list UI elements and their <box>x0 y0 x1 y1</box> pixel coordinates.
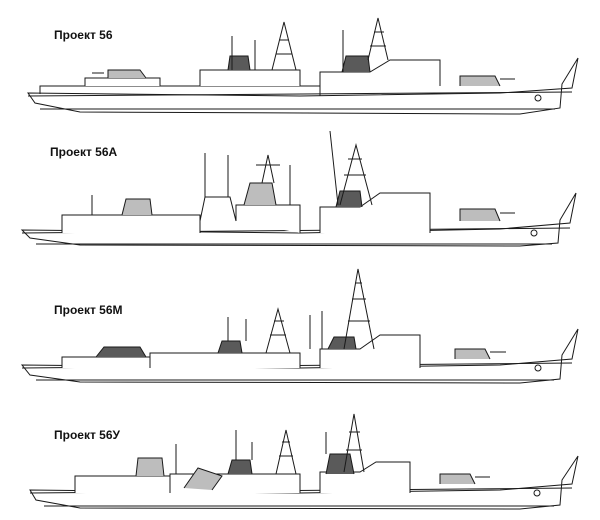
forecastle-deck <box>39 85 321 96</box>
ship-title: Проект 56У <box>54 428 120 442</box>
funnel-fwd <box>341 55 371 73</box>
superstructure-aft <box>84 77 161 86</box>
superstructure-fwd <box>319 461 411 493</box>
funnel-aft <box>227 459 253 475</box>
lattice-mast-fwd <box>343 413 365 473</box>
superstructure-mid <box>149 352 301 368</box>
ship-panel-project-56: Проект 56 <box>0 0 600 130</box>
superstructure-aft <box>74 475 171 493</box>
ship-drawing-project-56m <box>20 268 579 384</box>
launcher-aft <box>95 346 147 358</box>
launcher-ramp <box>199 196 237 222</box>
ship-title: Проект 56А <box>50 145 118 159</box>
superstructure-mid <box>199 69 301 86</box>
anchor-mark <box>534 94 542 102</box>
ship-drawing-project-56u <box>29 413 579 510</box>
superstructure-aft <box>61 356 151 368</box>
lattice-mast-aft <box>271 21 297 71</box>
superstructure-fwd <box>319 192 431 233</box>
launcher-aft <box>121 198 153 216</box>
lattice-mast-fwd <box>367 17 389 61</box>
hull <box>29 455 579 510</box>
launcher-aft <box>135 457 165 477</box>
launcher-fwd <box>325 453 355 475</box>
lattice-mast-aft <box>265 307 291 354</box>
ship-drawing-project-56a <box>20 130 577 247</box>
lattice-mast <box>329 130 373 206</box>
ship-title: Проект 56М <box>54 303 123 317</box>
ship-drawing-project-56 <box>27 17 579 115</box>
ship-panel-project-56u: Проект 56У <box>0 390 600 520</box>
funnel-aft <box>217 340 243 354</box>
superstructure-aft <box>61 214 201 233</box>
ship-panel-project-56a: Проект 56А <box>0 125 600 255</box>
superstructure-mid <box>235 204 301 233</box>
gun-turret-fwd <box>454 348 491 360</box>
anchor-mark <box>534 364 542 372</box>
gun-turret-fwd <box>459 208 501 222</box>
superstructure-fwd <box>319 334 421 368</box>
deck-line <box>27 91 573 97</box>
funnel-fwd <box>327 336 357 350</box>
launcher-mid <box>183 467 223 491</box>
gun-turret-fwd <box>439 473 476 485</box>
radar-mast-mid <box>256 154 280 184</box>
gun-turret-fwd <box>459 75 501 87</box>
anchor-mark <box>533 489 541 497</box>
funnel-aft <box>227 55 251 71</box>
funnel-aft <box>243 182 277 206</box>
superstructure-fwd <box>319 59 441 86</box>
gun-turret-aft <box>107 69 147 79</box>
lattice-mast-aft <box>275 429 297 475</box>
anchor-mark <box>530 229 538 237</box>
lattice-mast-fwd <box>343 268 375 350</box>
ship-title: Проект 56 <box>54 28 113 42</box>
ship-panel-project-56m: Проект 56М <box>0 255 600 385</box>
